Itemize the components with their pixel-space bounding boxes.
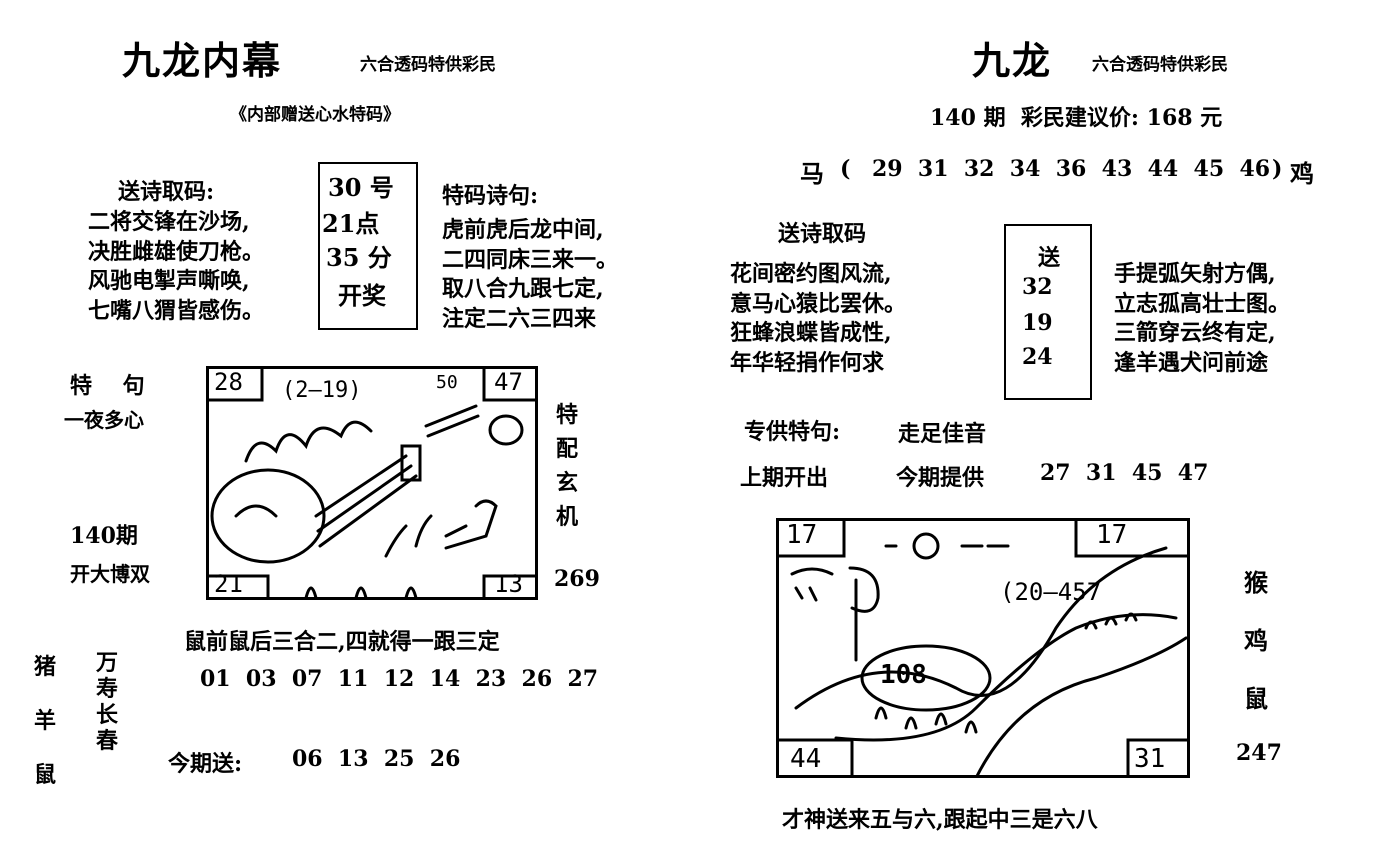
- right-pic-corner-tr: 17: [1096, 520, 1128, 550]
- right-subtitle: 六合透码特供彩民: [1092, 55, 1228, 75]
- right-bottom-line: 才神送来五与六,跟起中三是六八: [782, 807, 1098, 833]
- send-box: [1004, 224, 1092, 400]
- tema-line: 取八合九跟七定,: [442, 276, 604, 303]
- special-text: 走足佳音: [898, 421, 987, 447]
- left-pic-corner-tl: 28: [214, 368, 243, 396]
- paren-close: ): [1272, 156, 1283, 182]
- left-issue: 140期: [70, 523, 138, 549]
- right-title: 九龙: [972, 38, 1053, 83]
- left-poem-line: 七嘴八猬皆感伤。: [88, 298, 265, 325]
- animal-char: 羊: [34, 708, 57, 734]
- send-numbers: 06 13 25 26: [292, 746, 461, 772]
- animal-char: 鼠: [34, 762, 57, 788]
- right-poem-right: 手提弧矢射方偶, 立志孤高壮士图。 三箭穿云终有定, 逢羊遇犬问前途: [1114, 260, 1290, 379]
- right-pic-corner-br: 31: [1134, 744, 1166, 774]
- te-ju-text: 一夜多心: [64, 408, 144, 432]
- draw-time-hour: 21点: [322, 209, 380, 238]
- tema-label: 特码诗句:: [442, 183, 539, 209]
- right-picture-frame: [776, 518, 1190, 778]
- right-pic-corner-tl: 17: [786, 520, 818, 550]
- left-poem-line: 二将交锋在沙场,: [88, 209, 250, 235]
- left-poem-label: 送诗取码:: [118, 179, 215, 205]
- right-poem-line: 年华轻捐作何求: [730, 350, 885, 377]
- left-animals-vertical: 猪 羊 鼠: [34, 640, 56, 802]
- right-issue-line: 140 期 彩民建议价: 168 元: [930, 105, 1223, 131]
- left-poem-line: 决胜雌雄使刀枪。: [88, 238, 265, 265]
- right-poem-line: 逢羊遇犬问前途: [1114, 350, 1269, 377]
- left-side-number: 269: [554, 566, 600, 592]
- left-picture-drawing: [206, 366, 538, 600]
- left-issue-note: 开大博双: [70, 562, 150, 586]
- send-box-number: 19: [1022, 310, 1053, 336]
- left-pic-handwriting: (2—19): [282, 378, 362, 403]
- right-pic-corner-bl: 44: [790, 744, 822, 774]
- paren-open: (: [840, 156, 851, 182]
- last-label: 上期开出: [740, 465, 829, 491]
- draw-time-minute: 35 分: [326, 243, 392, 272]
- side-char: 玄: [556, 470, 579, 496]
- right-poem-line: 立志孤高壮士图。: [1114, 290, 1291, 317]
- side-char: 特: [556, 402, 579, 428]
- te-ju-label: 特 句: [70, 373, 145, 399]
- side-char: 机: [556, 504, 579, 530]
- side-char: 猴: [1244, 568, 1268, 597]
- right-poem-line: 手提弧矢射方偶,: [1114, 261, 1276, 287]
- send-box-number: 24: [1022, 344, 1053, 370]
- draw-time-box: [318, 162, 418, 330]
- side-char: 鸡: [1244, 626, 1268, 655]
- right-pic-handwriting: (20—457: [1000, 578, 1102, 606]
- horse-label: 马: [800, 159, 824, 188]
- right-pic-tag: 108: [880, 660, 927, 690]
- right-side-number: 247: [1236, 740, 1282, 766]
- left-side-vertical: 特 配 玄 机: [556, 398, 578, 534]
- right-picture-drawing: [776, 518, 1190, 778]
- side-char: 配: [556, 436, 579, 462]
- left-subtitle: 六合透码特供彩民: [360, 55, 496, 75]
- right-poem-label: 送诗取码: [778, 221, 867, 247]
- right-poem-line: 狂蜂浪蝶皆成性,: [730, 320, 892, 347]
- right-poem-line: 三箭穿云终有定,: [1114, 320, 1276, 347]
- send-box-title: 送: [1038, 245, 1061, 271]
- left-pic-corner-bl: 21: [214, 570, 243, 598]
- tema-line: 注定二六三四来: [442, 306, 597, 333]
- animal-char: 猪: [34, 654, 57, 680]
- side-char: 鼠: [1244, 684, 1268, 713]
- special-label: 专供特句:: [744, 419, 841, 445]
- left-poem: 二将交锋在沙场, 决胜雌雄使刀枪。 风驰电掣声嘶唤, 七嘴八猬皆感伤。: [88, 208, 264, 327]
- longevity-char: 万: [96, 650, 119, 676]
- left-pic-corner-br: 13: [494, 570, 523, 598]
- horse-numbers: 29 31 32 34 36 43 44 45 46: [872, 156, 1271, 182]
- left-gift-line: 《内部赠送心水特码》: [230, 105, 400, 125]
- right-poem-line: 花间密约图风流,: [730, 261, 892, 287]
- rat-line: 鼠前鼠后三合二,四就得一跟三定: [184, 629, 500, 655]
- left-pic-corner-tr: 47: [494, 368, 523, 396]
- left-numbers: 01 03 07 11 12 14 23 26 27: [200, 666, 599, 692]
- left-pic-handwriting-2: 50: [436, 372, 458, 393]
- this-numbers: 27 31 45 47: [1040, 460, 1209, 486]
- draw-time-date: 30 号: [328, 173, 394, 202]
- tema-line: 二四同床三来一。: [442, 246, 619, 273]
- tema-line: 虎前虎后龙中间,: [442, 217, 604, 243]
- right-poem-left: 花间密约图风流, 意马心猿比罢休。 狂蜂浪蝶皆成性, 年华轻捐作何求: [730, 260, 906, 379]
- left-title: 九龙内幕: [122, 38, 283, 83]
- left-poem-line: 风驰电掣声嘶唤,: [88, 268, 250, 295]
- longevity-char: 春: [96, 728, 119, 754]
- right-side-vertical: 猴 鸡 鼠: [1244, 554, 1268, 728]
- left-picture-frame: [206, 366, 538, 600]
- this-label: 今期提供: [896, 465, 985, 491]
- send-box-number: 32: [1022, 274, 1053, 300]
- tema-poem: 虎前虎后龙中间, 二四同床三来一。 取八合九跟七定, 注定二六三四来: [442, 216, 618, 335]
- draw-time-open: 开奖: [338, 281, 386, 310]
- longevity-char: 长: [96, 702, 119, 728]
- send-label: 今期送:: [168, 751, 243, 777]
- longevity-vertical: 万 寿 长 春: [96, 650, 118, 754]
- rooster-label: 鸡: [1290, 159, 1314, 188]
- right-poem-line: 意马心猿比罢休。: [730, 290, 907, 317]
- longevity-char: 寿: [96, 676, 119, 702]
